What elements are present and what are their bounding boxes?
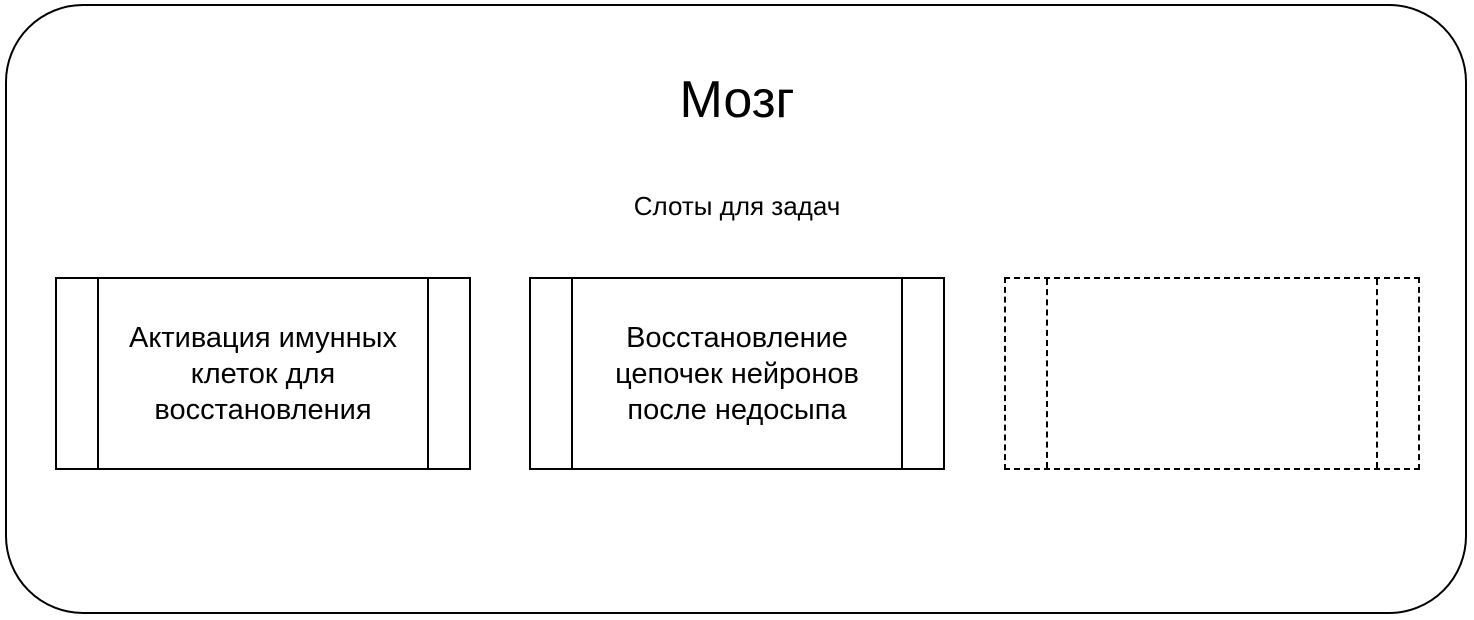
slot-left-bar [1046,279,1048,468]
task-slot-1: Активация имунных клеток для восстановле… [55,277,471,470]
task-slot-label [1048,279,1376,468]
brain-title: Мозг [679,71,795,129]
task-slot-label: Активация имунных клеток для восстановле… [129,321,397,426]
slot-right-bar [1376,279,1378,468]
task-slot-3-empty [1004,277,1420,470]
slot-right-bar [427,279,429,468]
slots-label: Слоты для задач [633,191,841,221]
brain-container [5,4,1467,614]
slot-left-bar [571,279,573,468]
task-slot-label: Восстановление цепочек нейронов после не… [615,321,859,426]
slot-right-bar [901,279,903,468]
slot-left-bar [97,279,99,468]
task-slot-2: Восстановление цепочек нейронов после не… [529,277,945,470]
